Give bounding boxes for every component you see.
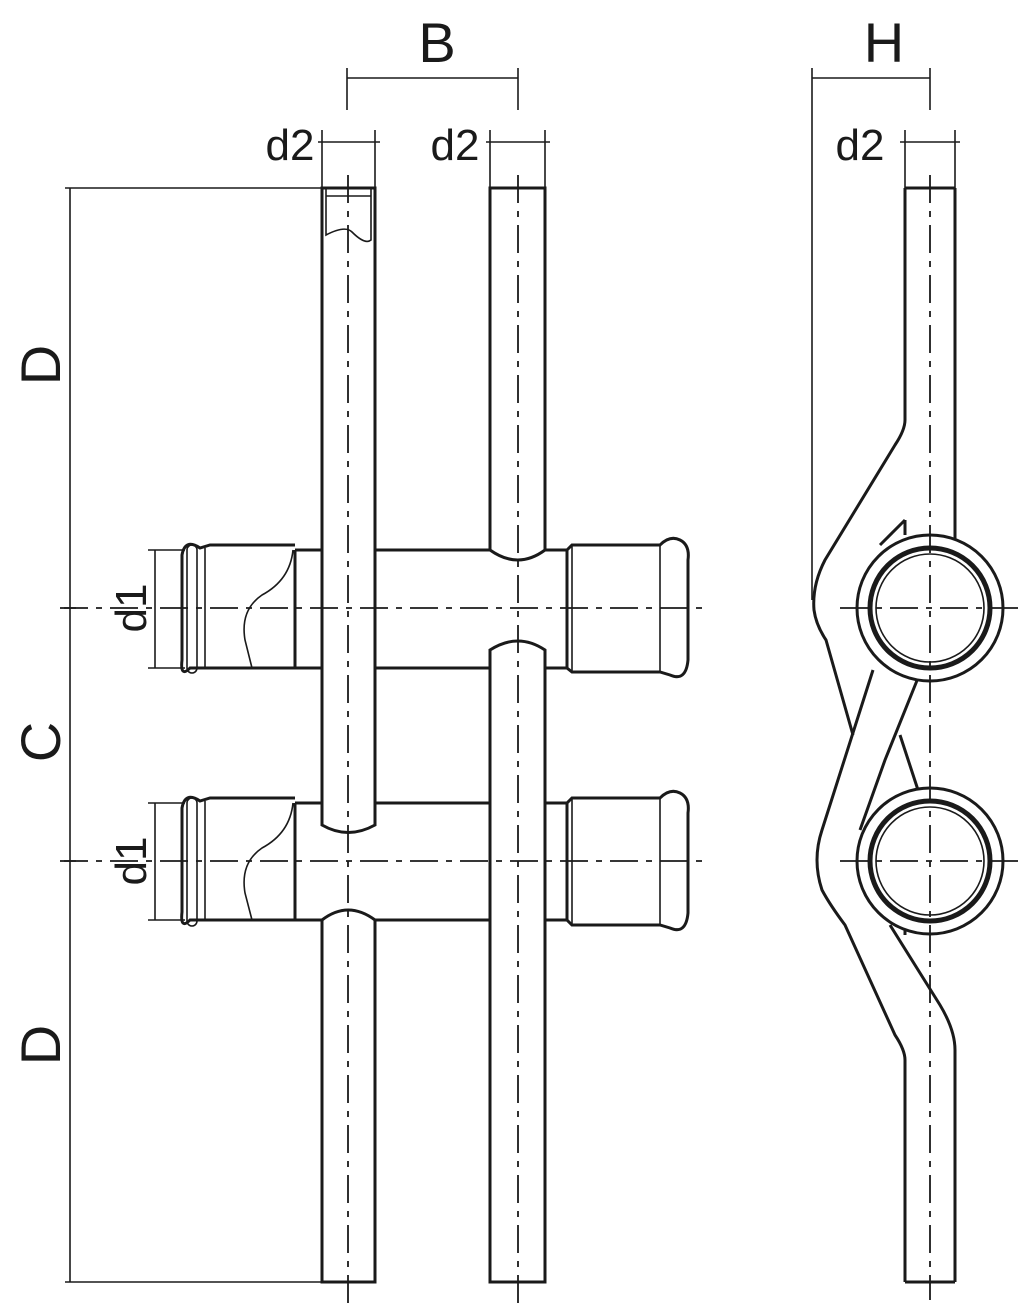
dimension-label-d1: d1 <box>107 584 156 633</box>
side-view <box>812 175 1024 1300</box>
dimension-label-d-bottom: D <box>9 1025 72 1065</box>
dimensions <box>64 68 960 1283</box>
dimension-label-d2: d2 <box>266 121 315 170</box>
dimension-label-d1: d1 <box>107 837 156 886</box>
dimension-label-d2: d2 <box>431 121 480 170</box>
left-fitting-lower <box>180 795 297 927</box>
dimension-label-c: C <box>9 722 72 762</box>
dimension-label-d2: d2 <box>836 121 885 170</box>
front-view <box>60 175 710 1305</box>
dimension-label-d-top: D <box>9 345 72 385</box>
dimension-label-h: H <box>864 11 904 74</box>
dimension-label-b: B <box>418 11 455 74</box>
return-pipe-right <box>488 186 547 1284</box>
